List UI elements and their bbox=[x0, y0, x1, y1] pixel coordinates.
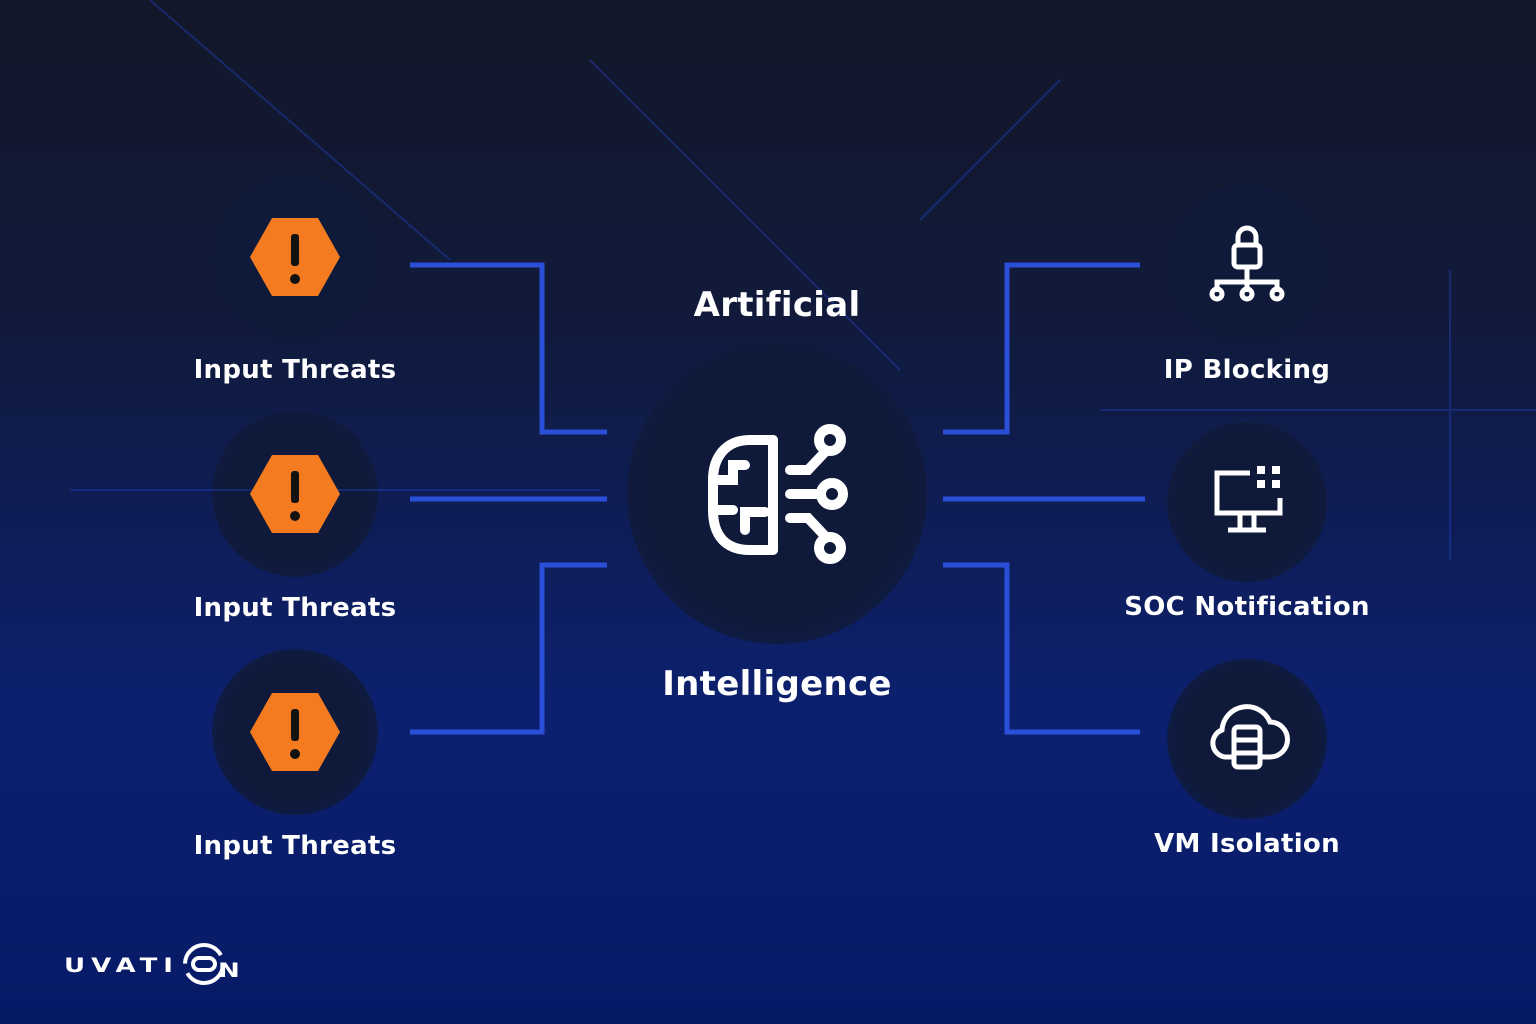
uvation-logo bbox=[183, 943, 225, 985]
brain-circuit-icon bbox=[708, 424, 848, 564]
warning-hexagon-icon bbox=[250, 455, 340, 533]
warning-hexagon-icon bbox=[250, 218, 340, 296]
output-label-2: SOC Notification bbox=[1124, 592, 1370, 622]
warning-hexagon-icon bbox=[250, 693, 340, 771]
connector-input-1 bbox=[410, 262, 607, 435]
output-label-3: VM Isolation bbox=[1154, 829, 1340, 859]
connector-output-1 bbox=[943, 262, 1140, 435]
output-circle-2 bbox=[1167, 422, 1327, 582]
connector-lines bbox=[410, 262, 1145, 735]
connector-output-3 bbox=[943, 562, 1140, 735]
monitor-grid-icon bbox=[1214, 466, 1283, 533]
output-circle-1 bbox=[1167, 184, 1327, 344]
center-title-top: Artificial bbox=[693, 285, 861, 325]
output-label-1: IP Blocking bbox=[1163, 355, 1331, 385]
lock-network-icon bbox=[1209, 225, 1285, 302]
center-title-bottom: Intelligence bbox=[662, 664, 892, 704]
input-label-2: Input Threats bbox=[193, 593, 397, 623]
input-label-1: Input Threats bbox=[193, 355, 397, 385]
input-label-3: Input Threats bbox=[193, 831, 397, 861]
connector-input-3 bbox=[410, 562, 607, 735]
cloud-database-icon bbox=[1210, 704, 1290, 770]
